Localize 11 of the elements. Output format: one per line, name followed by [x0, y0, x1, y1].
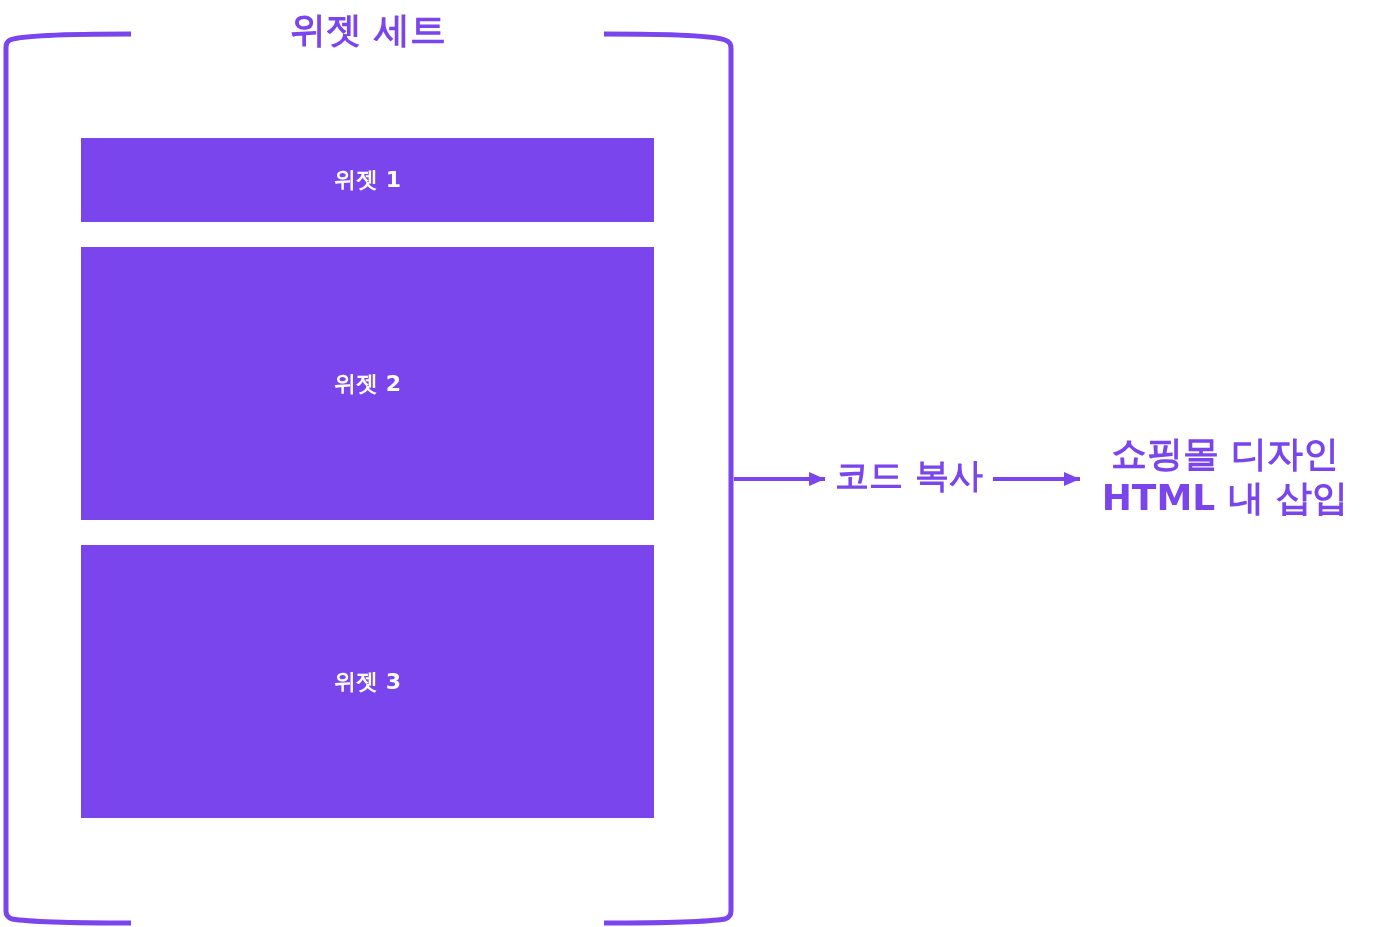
panel-label: 위젯 3: [334, 667, 401, 696]
step-label: 코드 복사: [825, 455, 993, 497]
destination-label: 쇼핑몰 디자인 HTML 내 삽입: [1080, 432, 1370, 520]
panel-label: 위젯 2: [334, 369, 401, 398]
arrow: [992, 472, 1080, 486]
panel-label: 위젯 1: [334, 166, 401, 194]
widget-panel: [81, 545, 654, 818]
widget-panel: [81, 138, 654, 222]
arrow: [734, 472, 826, 486]
widget-panel: [81, 247, 654, 520]
group-title: 위젯 세트: [289, 9, 447, 50]
